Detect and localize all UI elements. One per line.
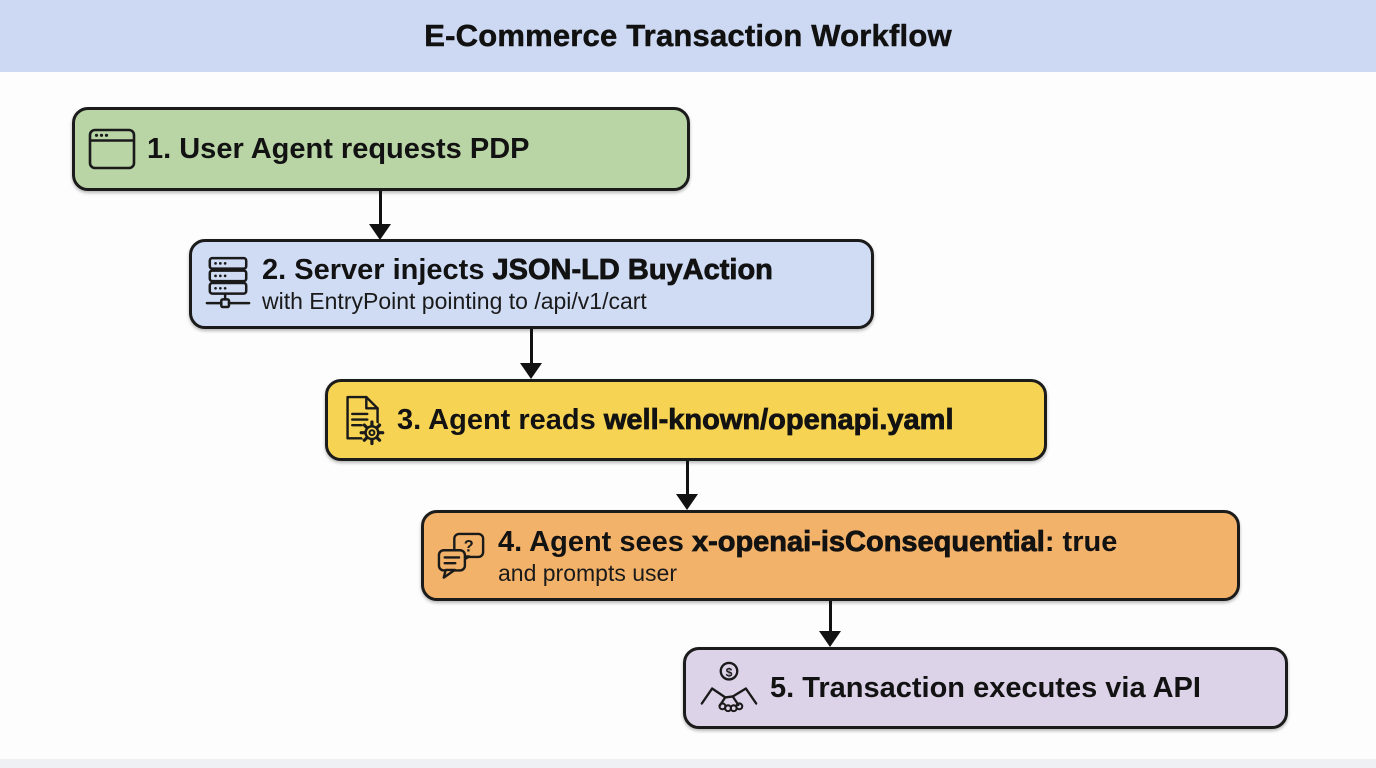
step-4-title: 4. Agent sees x-openai-isConsequential: … bbox=[498, 525, 1118, 558]
arrow-head-icon bbox=[819, 631, 841, 647]
step-5-box: $ 5. Transaction executes via API bbox=[683, 647, 1288, 729]
step-4-subtitle: and prompts user bbox=[498, 559, 677, 586]
step-2-title: 2. Server injects JSON-LD BuyAction bbox=[262, 254, 773, 287]
arrow-step2-to-step3 bbox=[520, 329, 542, 379]
page-title: E-Commerce Transaction Workflow bbox=[424, 18, 952, 54]
arrow-shaft bbox=[378, 191, 382, 224]
step-5-title: 5. Transaction executes via API bbox=[770, 672, 1201, 704]
step-1-box: 1. User Agent requests PDP bbox=[72, 107, 690, 191]
arrow-step4-to-step5 bbox=[819, 601, 841, 647]
step-1-title: 1. User Agent requests PDP bbox=[147, 133, 530, 165]
handshake-dollar-icon: $ bbox=[699, 661, 759, 716]
server-icon bbox=[205, 256, 251, 312]
footer-strip bbox=[0, 759, 1376, 768]
step-2-box: 2. Server injects JSON-LD BuyAction with… bbox=[189, 239, 874, 329]
browser-window-icon bbox=[88, 127, 136, 171]
arrow-step1-to-step2 bbox=[369, 191, 391, 240]
step-3-title: 3. Agent reads well-known/openapi.yaml bbox=[397, 404, 954, 437]
title-banner: E-Commerce Transaction Workflow bbox=[0, 0, 1376, 72]
arrow-head-icon bbox=[369, 224, 391, 240]
arrow-shaft bbox=[685, 461, 689, 494]
arrow-step3-to-step4 bbox=[676, 461, 698, 510]
step-2-subtitle: with EntryPoint pointing to /api/v1/cart bbox=[262, 288, 647, 314]
chat-question-icon: ? bbox=[437, 532, 487, 580]
step-4-box: ? 4. Agent sees x-openai-isConsequential… bbox=[421, 510, 1240, 601]
svg-text:?: ? bbox=[464, 537, 474, 555]
document-gear-icon bbox=[341, 395, 386, 446]
arrow-shaft bbox=[529, 329, 533, 363]
arrow-head-icon bbox=[520, 363, 542, 379]
svg-text:$: $ bbox=[726, 665, 733, 679]
arrow-head-icon bbox=[676, 494, 698, 510]
arrow-shaft bbox=[828, 601, 832, 631]
step-3-box: 3. Agent reads well-known/openapi.yaml bbox=[325, 379, 1047, 461]
